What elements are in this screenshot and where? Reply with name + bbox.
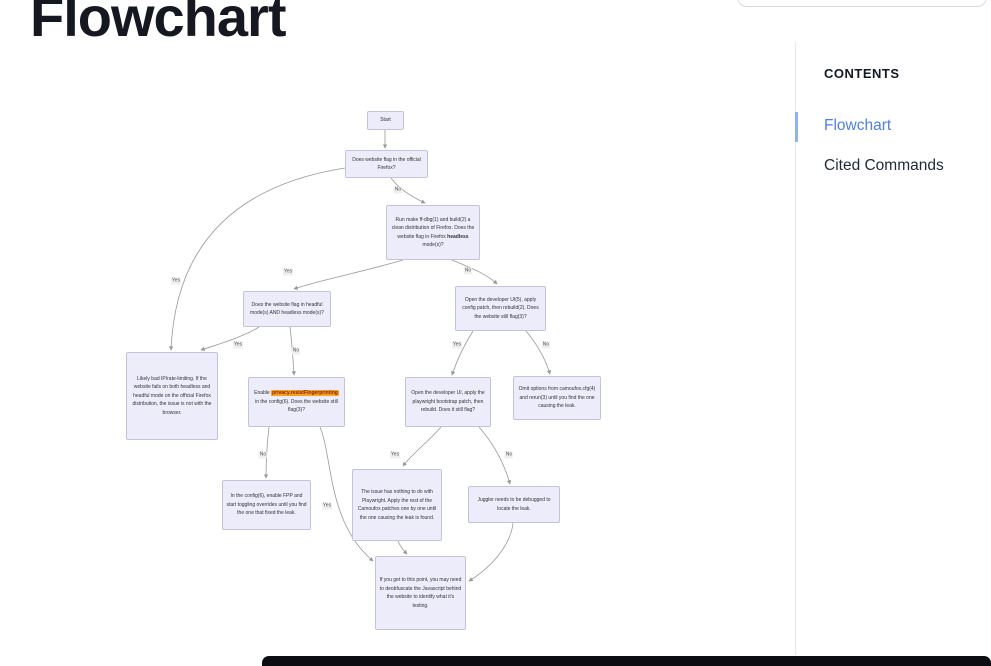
edge-label: No — [393, 186, 403, 194]
toc-item-cited-commands[interactable]: Cited Commands — [824, 157, 944, 174]
node-text: The issue has nothing to do with Playwri… — [357, 489, 437, 521]
node-text: Likely bad IP/rate-limiting. If the webs… — [132, 375, 212, 416]
node-text: Does the website flag in headful mode(s)… — [250, 301, 324, 317]
flowchart-node-debug-juggler: Juggler needs to be debugged to locate t… — [468, 486, 560, 523]
edge-label: No — [504, 451, 514, 459]
node-text: Enable privacy.resistFingerprinting in t… — [254, 390, 339, 414]
toc-active-indicator — [795, 112, 798, 142]
toc-title: CONTENTS — [824, 66, 900, 81]
node-text: Open the developer UI, apply the playwri… — [411, 390, 485, 414]
flowchart-node-config-patch: Open the developer UI(5), apply config p… — [455, 286, 546, 331]
code-block-partial — [262, 656, 991, 666]
flowchart-diagram: Start Does website flag in the official … — [126, 111, 601, 630]
toc-item-flowchart[interactable]: Flowchart — [824, 117, 892, 134]
edge-label: No — [258, 451, 268, 459]
flowchart-node-clean-build: Run make ff-dbg(1) and build(2) a clean … — [386, 205, 480, 260]
node-text: Juggler needs to be debugged to locate t… — [477, 497, 551, 512]
page-title: Flowchart — [30, 0, 286, 48]
edge-label: Yes — [451, 341, 463, 349]
highlighted-pref-code: privacy.resistFingerprinting — [271, 390, 339, 397]
edge-label: No — [463, 267, 473, 275]
node-text: Does website flag in the official Firefo… — [352, 156, 421, 172]
node-text: Omit options from camoufox.cfg(4) and re… — [518, 386, 596, 410]
flowchart-node-start: Start — [367, 111, 404, 130]
node-text: Start — [380, 117, 391, 124]
node-text: Open the developer UI(5), apply config p… — [462, 296, 539, 320]
sidebar-divider — [795, 42, 796, 655]
edge-label: Yes — [389, 451, 401, 459]
flowchart-node-bad-ip: Likely bad IP/rate-limiting. If the webs… — [126, 352, 218, 440]
edge-label: Yes — [282, 268, 294, 276]
flowchart-node-omit-options: Omit options from camoufox.cfg(4) and re… — [513, 376, 601, 420]
edge-label: Yes — [232, 341, 244, 349]
edge-label: No — [541, 341, 551, 349]
table-of-contents: CONTENTS Flowchart Cited Commands — [824, 66, 984, 197]
node-text: In the config(6), enable FPP and start t… — [226, 493, 307, 517]
flowchart-node-toggle-fpp: In the config(6), enable FPP and start t… — [222, 480, 311, 530]
flowchart-node-headful-and-headless: Does the website flag in headful mode(s)… — [243, 291, 331, 327]
node-text: If you get to this point, you may need t… — [379, 577, 462, 609]
flowchart-node-camoufox-patches: The issue has nothing to do with Playwri… — [352, 469, 442, 541]
edge-label: Yes — [170, 277, 182, 285]
edge-label: Yes — [321, 502, 333, 510]
flowchart-node-deobfuscate: If you get to this point, you may need t… — [375, 556, 466, 630]
flowchart-node-playwright-bootstrap: Open the developer UI, apply the playwri… — [405, 377, 491, 427]
node-text: Run make ff-dbg(1) and build(2) a clean … — [391, 216, 475, 249]
flowchart-node-enable-rfp: Enable privacy.resistFingerprinting in t… — [248, 377, 345, 427]
flowchart-node-official-firefox: Does website flag in the official Firefo… — [345, 150, 428, 178]
edge-label: No — [291, 347, 301, 355]
